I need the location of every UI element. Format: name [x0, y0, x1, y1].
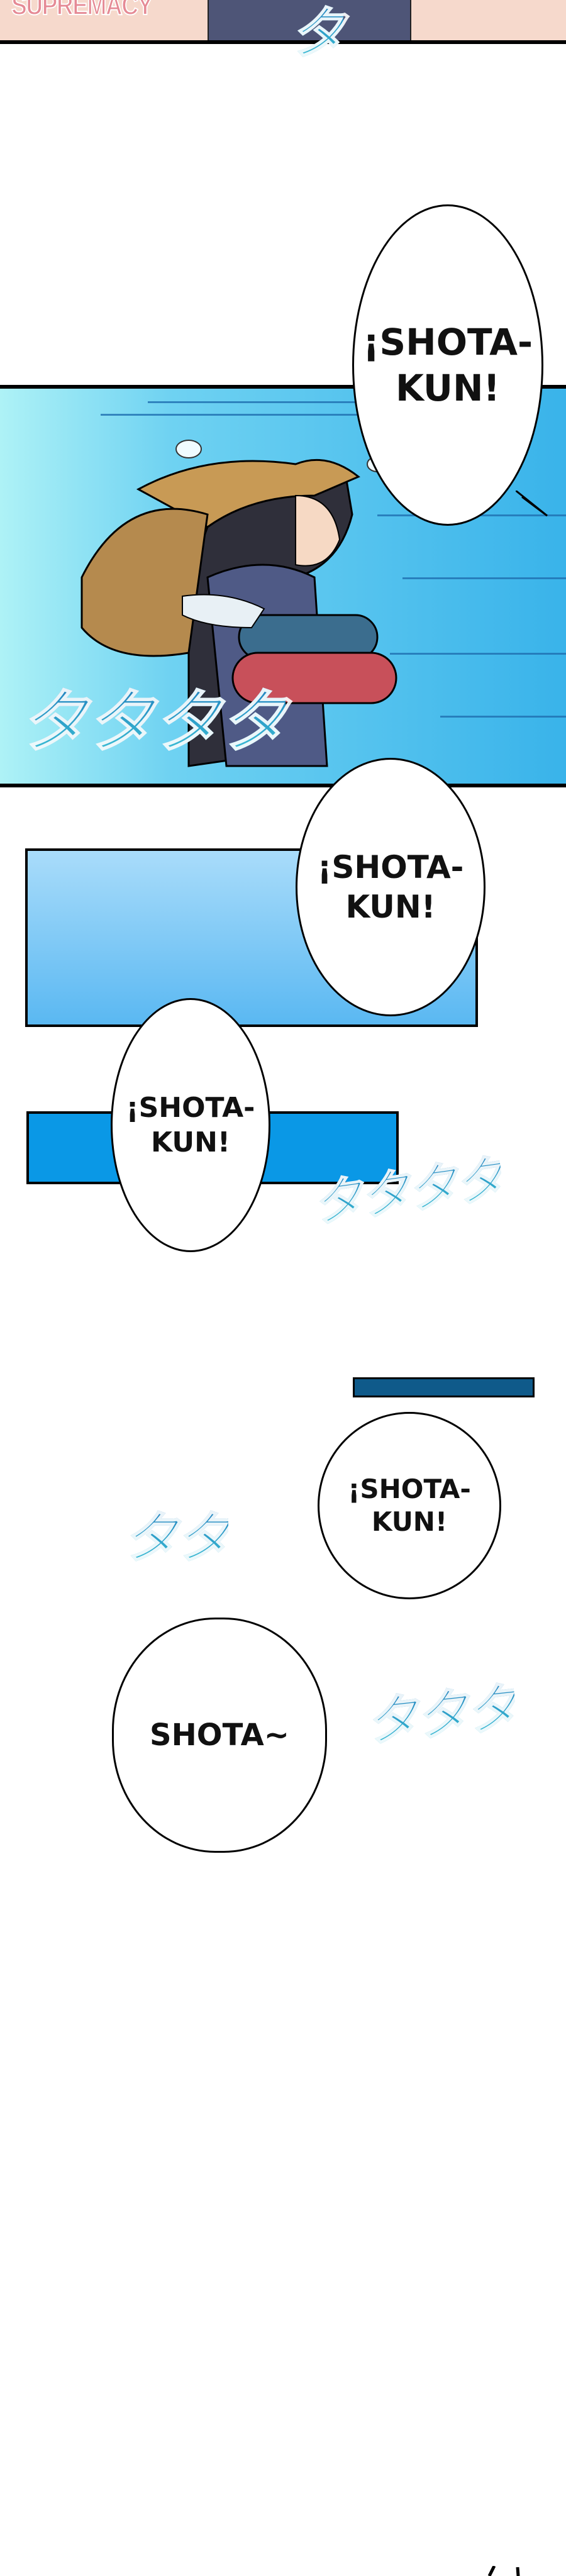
- speech-bubble-5: SHOTA~: [112, 1618, 327, 1853]
- partial-bubble-edge: [487, 2566, 520, 2576]
- character-panel: タタタタ: [0, 385, 566, 787]
- bubble-text-line: KUN!: [395, 366, 500, 409]
- bubble-text-line: KUN!: [151, 1126, 230, 1158]
- watermark-logo: SUPREMACY: [11, 0, 153, 21]
- sfx-footsteps: タタタタ: [18, 665, 289, 766]
- bubble-tail: [516, 491, 548, 517]
- bubble-text-line: KUN!: [345, 888, 436, 925]
- speech-bubble-1: ¡SHOTA- KUN!: [352, 204, 543, 526]
- dark-blue-bar: [353, 1377, 535, 1397]
- character-illustration: [80, 440, 397, 767]
- speed-line: [440, 716, 566, 718]
- speech-bubble-3: ¡SHOTA- KUN!: [111, 998, 270, 1252]
- speech-bubble-2: ¡SHOTA- KUN!: [296, 758, 486, 1016]
- sfx-footsteps: タタタ: [361, 1665, 519, 1757]
- speech-bubble-4: ¡SHOTA- KUN!: [318, 1412, 501, 1599]
- bubble-text-line: SHOTA~: [150, 1718, 289, 1753]
- sfx-footsteps: タタ: [122, 1494, 231, 1574]
- bubble-text-line: ¡SHOTA-: [126, 1092, 255, 1124]
- bubble-text-line: ¡SHOTA-: [317, 849, 464, 886]
- character-coat: [208, 0, 411, 40]
- speed-line: [402, 577, 566, 579]
- speed-line: [101, 414, 453, 416]
- sfx-footsteps-top: タ: [289, 0, 347, 69]
- top-panel: SUPREMACY: [0, 0, 566, 44]
- bubble-text-line: ¡SHOTA-: [362, 321, 533, 364]
- bubble-text-line: ¡SHOTA-: [348, 1473, 471, 1504]
- speed-line: [390, 653, 566, 655]
- speed-line: [148, 401, 462, 403]
- bubble-text-line: KUN!: [371, 1506, 448, 1537]
